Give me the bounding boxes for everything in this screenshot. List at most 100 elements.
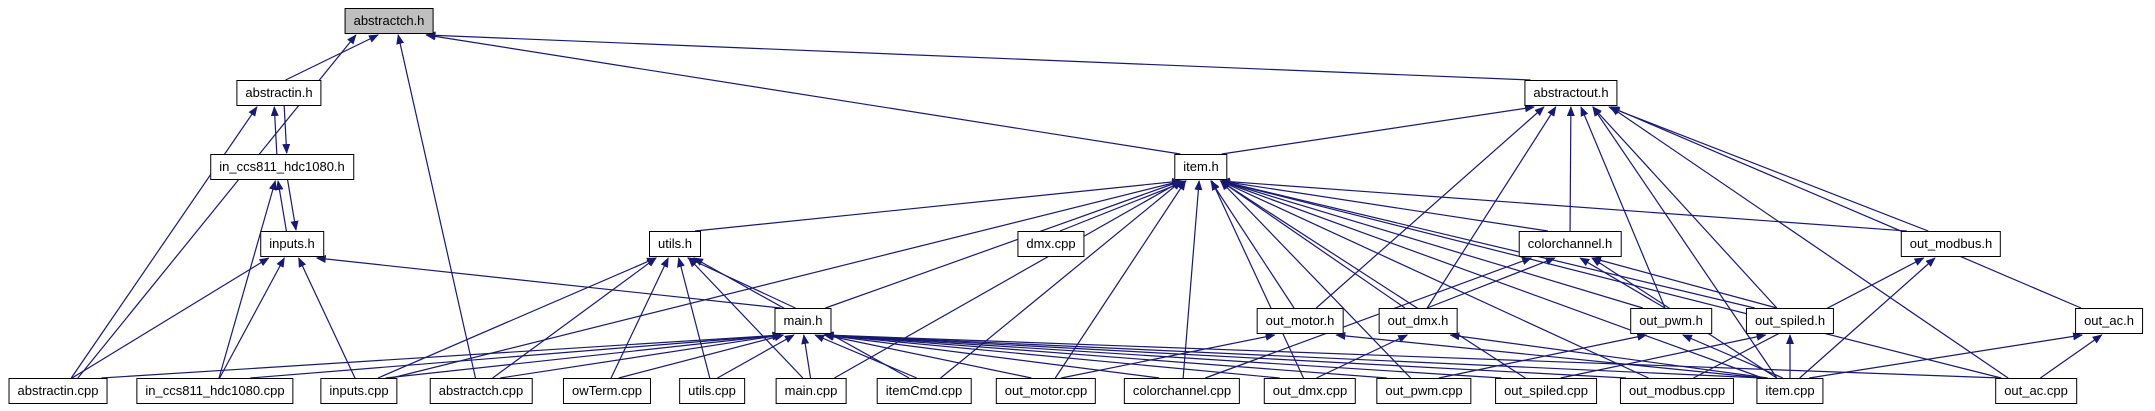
graph-node-item_cpp[interactable]: item.cpp bbox=[1756, 378, 1824, 404]
include-edge bbox=[1315, 106, 1545, 309]
graph-node-owTerm_cpp[interactable]: owTerm.cpp bbox=[562, 378, 652, 404]
include-edge bbox=[1566, 106, 1575, 232]
include-edge bbox=[1221, 104, 1535, 155]
include-edge bbox=[275, 180, 287, 232]
include-edge bbox=[1609, 106, 2082, 309]
include-edge bbox=[823, 331, 1626, 379]
graph-node-out_motor_cpp[interactable]: out_motor.cpp bbox=[995, 378, 1097, 404]
include-edge bbox=[1438, 332, 1648, 379]
include-edge bbox=[1426, 257, 1556, 309]
graph-node-out_pwm_cpp[interactable]: out_pwm.cpp bbox=[1376, 378, 1472, 404]
include-edge bbox=[425, 32, 1181, 155]
include-edge bbox=[1219, 177, 1907, 232]
include-edge bbox=[823, 332, 1032, 379]
include-edge bbox=[218, 180, 277, 379]
include-edge bbox=[1219, 179, 1643, 309]
include-edge bbox=[677, 257, 711, 379]
graph-node-main_cpp[interactable]: main.cpp bbox=[775, 378, 847, 404]
graph-node-abstractin_cpp[interactable]: abstractin.cpp bbox=[8, 378, 108, 404]
graph-node-out_spiled_cpp[interactable]: out_spiled.cpp bbox=[1495, 378, 1597, 404]
graph-node-utils_h[interactable]: utils.h bbox=[649, 231, 701, 257]
include-edge bbox=[1219, 178, 1548, 232]
graph-node-out_ac_h[interactable]: out_ac.h bbox=[2075, 308, 2143, 334]
graph-node-item_h[interactable]: item.h bbox=[1174, 154, 1228, 180]
include-edge bbox=[285, 34, 379, 81]
include-edge bbox=[1609, 106, 2009, 379]
include-edge bbox=[1059, 180, 1187, 232]
graph-node-out_modbus_h[interactable]: out_modbus.h bbox=[1900, 231, 2002, 257]
include-edge bbox=[425, 31, 1531, 81]
include-edge bbox=[1560, 332, 1767, 379]
include-edge bbox=[287, 179, 299, 231]
graph-node-out_spiled_h[interactable]: out_spiled.h bbox=[1745, 308, 1835, 334]
graph-node-dmx_cpp[interactable]: dmx.cpp bbox=[1017, 231, 1085, 257]
include-edge bbox=[823, 331, 1763, 379]
include-edge bbox=[270, 106, 279, 155]
include-edge bbox=[1211, 180, 1305, 379]
graph-node-in_ccs811_hdc1080_h[interactable]: in_ccs811_hdc1080.h bbox=[210, 154, 354, 180]
include-edge bbox=[219, 257, 285, 379]
graph-node-out_dmx_cpp[interactable]: out_dmx.cpp bbox=[1263, 378, 1357, 404]
include-edge bbox=[1219, 180, 1526, 379]
include-edge bbox=[1592, 106, 1778, 309]
include-edge bbox=[492, 257, 657, 379]
include-edge bbox=[1210, 180, 1295, 309]
graph-node-out_motor_h[interactable]: out_motor.h bbox=[1256, 308, 1344, 334]
graph-node-in_ccs811_hdc1080_cpp[interactable]: in_ccs811_hdc1080.cpp bbox=[136, 378, 294, 404]
include-edge bbox=[1219, 180, 1649, 379]
include-edge bbox=[1681, 334, 1784, 379]
include-edge bbox=[687, 257, 804, 379]
graph-node-out_pwm_h[interactable]: out_pwm.h bbox=[1630, 308, 1712, 334]
include-edge bbox=[801, 334, 812, 379]
graph-node-out_ac_cpp[interactable]: out_ac.cpp bbox=[1995, 378, 2077, 404]
graph-node-abstractch_cpp[interactable]: abstractch.cpp bbox=[429, 378, 533, 404]
include-edge bbox=[70, 106, 258, 379]
include-edge bbox=[825, 180, 1183, 309]
include-edge bbox=[282, 105, 291, 154]
graph-node-colorchannel_cpp[interactable]: colorchannel.cpp bbox=[1123, 378, 1241, 404]
include-edge bbox=[298, 257, 356, 379]
include-edge bbox=[610, 257, 669, 379]
include-edge bbox=[834, 180, 1183, 379]
include-edge bbox=[1316, 334, 1409, 379]
include-edge bbox=[396, 34, 477, 379]
include-edge bbox=[500, 332, 783, 379]
include-edge bbox=[823, 332, 1160, 379]
graph-node-out_modbus_cpp[interactable]: out_modbus.cpp bbox=[1619, 378, 1735, 404]
graph-node-utils_cpp[interactable]: utils.cpp bbox=[679, 378, 745, 404]
include-edge bbox=[823, 331, 1502, 379]
include-edge bbox=[1054, 180, 1187, 379]
graph-node-abstractout_h[interactable]: abstractout.h bbox=[1524, 80, 1618, 106]
include-edge bbox=[823, 331, 1280, 379]
graph-node-colorchannel_h[interactable]: colorchannel.h bbox=[1518, 231, 1622, 257]
include-edge bbox=[1591, 256, 1777, 309]
include-edge bbox=[1182, 180, 1203, 379]
include-edge bbox=[1219, 179, 1755, 309]
include-edge bbox=[1061, 332, 1276, 379]
graph-node-abstractch_h[interactable]: abstractch.h bbox=[344, 8, 434, 34]
include-edge bbox=[385, 331, 783, 379]
graph-node-out_dmx_h[interactable]: out_dmx.h bbox=[1378, 308, 1458, 334]
include-edge bbox=[1579, 257, 1666, 309]
include-edge bbox=[694, 177, 1183, 232]
include-edge bbox=[823, 331, 1387, 379]
include-edge bbox=[101, 331, 783, 379]
include-edge bbox=[2040, 334, 2103, 379]
include-edge bbox=[315, 254, 781, 309]
include-edge bbox=[618, 333, 785, 379]
graph-node-main_h[interactable]: main.h bbox=[774, 308, 832, 334]
include-edge bbox=[1219, 180, 1406, 309]
graph-node-abstractin_h[interactable]: abstractin.h bbox=[236, 80, 322, 106]
include-edge bbox=[686, 257, 796, 309]
include-edge bbox=[391, 179, 1183, 379]
include-edge bbox=[250, 331, 783, 379]
graph-node-itemCmd_cpp[interactable]: itemCmd.cpp bbox=[876, 378, 972, 404]
include-edge bbox=[717, 334, 795, 379]
include-edge bbox=[1220, 180, 1412, 379]
include-edge bbox=[71, 257, 270, 379]
include-edge bbox=[1449, 332, 1768, 379]
graph-node-inputs_cpp[interactable]: inputs.cpp bbox=[320, 378, 398, 404]
graph-node-inputs_h[interactable]: inputs.h bbox=[260, 231, 324, 257]
